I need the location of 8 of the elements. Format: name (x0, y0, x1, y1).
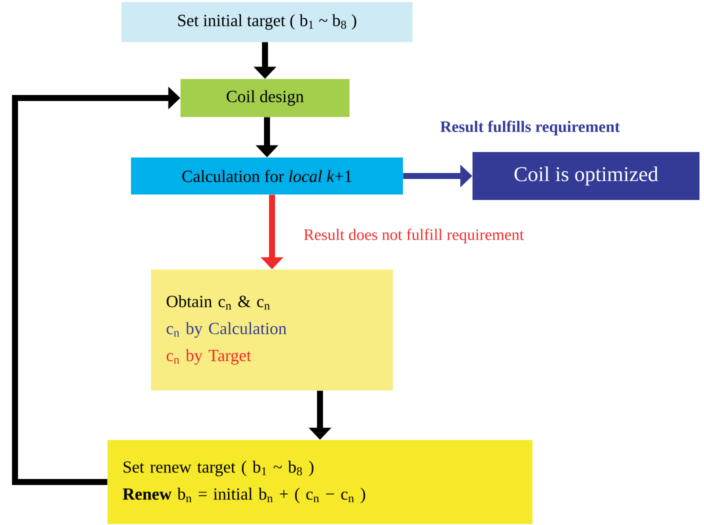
result-box: Coil is optimized (472, 152, 700, 200)
flow-box: Coil design (180, 79, 350, 117)
edge-label: Result fulfills requirement (440, 120, 620, 136)
edge-label: Result does not fulfill requirement (304, 228, 524, 244)
flow-box: Set initial target ( b$_{1}$ ~ b$_{8}$ ) (122, 2, 412, 42)
flow-box: Obtain c$_{n}$ & c$_{n}$ c$_{n}$ by Calculation c$_{n}$ by Target (151, 270, 393, 390)
flow-box: Calculation for local k+1 (131, 158, 403, 194)
flow-box: Set renew target ( b$_{1}$ ~ b$_{8}$ ) Renew b$_{n}$ = initial b$_{n}$ + ( c$_{n}$ − c$_{n}$ ) (108, 440, 532, 524)
